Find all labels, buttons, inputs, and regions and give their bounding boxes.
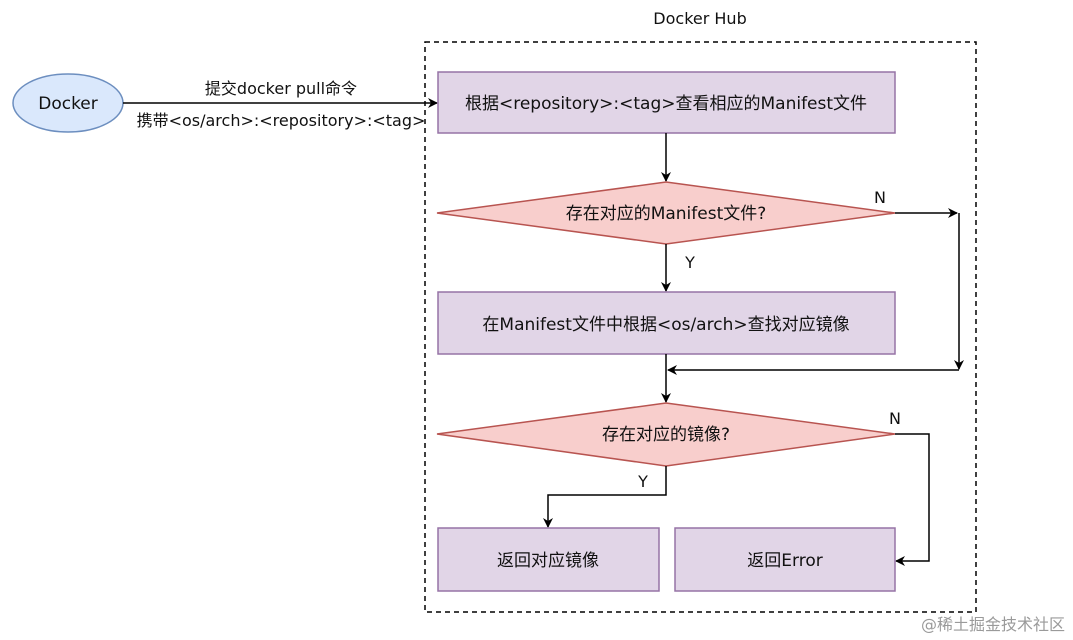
return-error-node (674, 527, 896, 592)
docker-start-label: Docker (38, 94, 98, 114)
docker-hub-title: Docker Hub (653, 9, 746, 28)
manifest-exists-label: 存在对应的Manifest文件? (566, 204, 767, 224)
find-image-node (437, 291, 896, 355)
image-yes-label: Y (637, 472, 648, 491)
image-exists-label: 存在对应的镜像? (602, 425, 730, 445)
return-error-label: 返回Error (747, 551, 822, 571)
watermark-text: @稀土掘金技术社区 (921, 615, 1065, 634)
image-no-label: N (889, 409, 901, 428)
manifest-yes-label: Y (684, 253, 695, 272)
find-image-label: 在Manifest文件中根据<os/arch>查找对应镜像 (482, 315, 849, 335)
docker-hub-container (424, 41, 977, 613)
manifest-no-label: N (874, 188, 886, 207)
image-yes-arrow (543, 466, 667, 528)
image-no-arrow (895, 433, 930, 566)
lookup-manifest-label: 根据<repository>:<tag>查看相应的Manifest文件 (465, 94, 867, 114)
lookup-manifest-node (437, 71, 896, 134)
pull-params-label: 携带<os/arch>:<repository>:<tag> (137, 111, 426, 130)
return-image-node (437, 527, 660, 592)
pull-command-label: 提交docker pull命令 (205, 79, 357, 98)
return-image-label: 返回对应镜像 (497, 551, 599, 571)
